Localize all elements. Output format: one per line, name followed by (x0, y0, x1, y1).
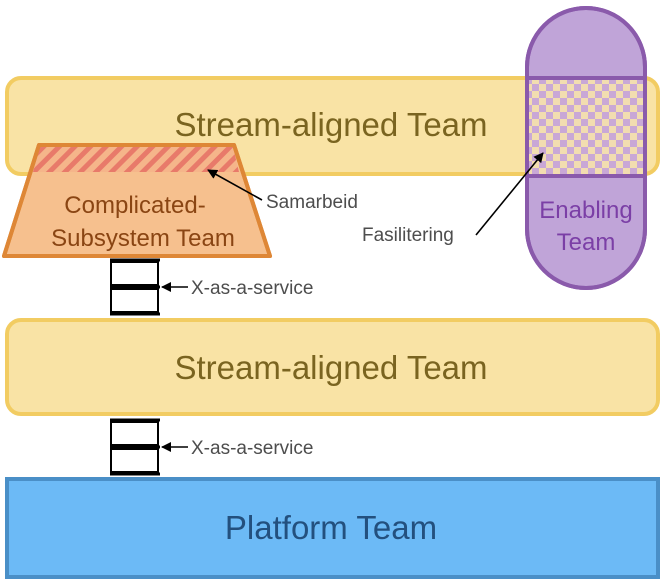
complicated-subsystem-team: Complicated- Subsystem Team (2, 143, 272, 258)
enabling-team-label-line2: Team (557, 229, 616, 256)
x-as-a-service-upper: X-as-a-service (110, 258, 313, 316)
stream-aligned-team-middle: Stream-aligned Team (5, 318, 660, 416)
platform-team-label: Platform Team (225, 509, 437, 546)
xaas-upper-block-1 (110, 261, 159, 286)
stream-aligned-team-middle-box (5, 318, 660, 416)
xaas-upper-label: X-as-a-service (191, 278, 313, 299)
enabling-team: Enabling Team (525, 6, 647, 290)
collaboration-label: Samarbeid (266, 192, 358, 213)
facilitating-arrow (475, 152, 544, 236)
platform-team-box (5, 477, 660, 579)
complicated-subsystem-team-label-line2: Subsystem Team (51, 225, 235, 252)
enabling-team-label-line1: Enabling (539, 197, 632, 224)
x-as-a-service-lower: X-as-a-service (110, 418, 313, 476)
stream-aligned-team-top-label: Stream-aligned Team (174, 106, 487, 143)
collaboration-annotation: Samarbeid (207, 169, 358, 213)
collaboration-arrow (207, 169, 263, 201)
complicated-subsystem-team-label-line1: Complicated- (64, 192, 205, 219)
facilitating-overlap-area (529, 78, 643, 176)
platform-team: Platform Team (5, 477, 660, 579)
xaas-upper-block-2 (110, 288, 159, 313)
facilitating-annotation: Fasilitering (362, 152, 544, 246)
xaas-lower-block-1 (110, 421, 159, 446)
collaboration-overlap-area (33, 147, 239, 172)
stream-aligned-team-middle-label: Stream-aligned Team (174, 349, 487, 386)
facilitating-label: Fasilitering (362, 225, 454, 246)
xaas-lower-block-2 (110, 448, 159, 473)
xaas-lower-label: X-as-a-service (191, 438, 313, 459)
